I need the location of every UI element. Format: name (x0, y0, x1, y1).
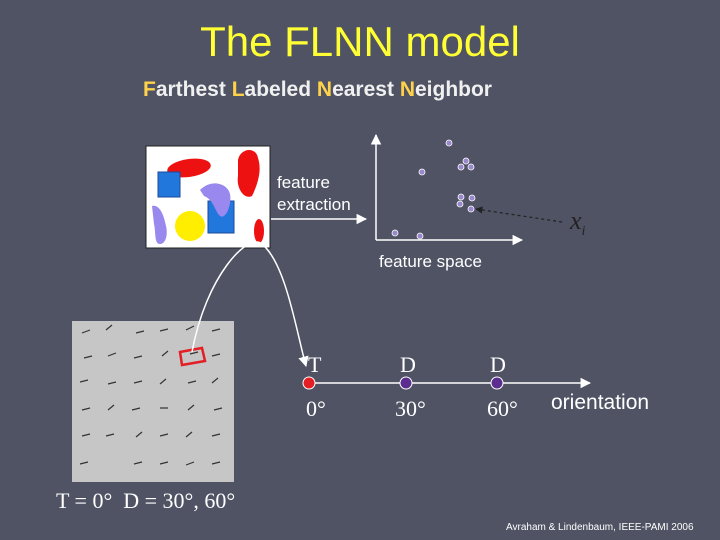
slide-title: The FLNN model (200, 18, 520, 65)
patch-to-feature-curve-arrow (191, 241, 309, 368)
feature-point (456, 200, 464, 208)
xi-label: xi (570, 206, 585, 240)
feature-point (416, 232, 424, 240)
yellow-circle-shape (175, 211, 205, 241)
xi-pointer-arrow (475, 206, 563, 223)
texture-image-frame (72, 321, 234, 482)
feature-point (467, 163, 475, 171)
feature-space-plot (370, 133, 563, 246)
feature-point (457, 193, 465, 201)
xi-symbol: x (570, 206, 582, 235)
purple-worm-shape (152, 205, 167, 244)
orientation-point-D60 (490, 376, 504, 390)
subtitle-initial: L (231, 78, 245, 101)
slide-subtitle: Farthest Labeled Nearest Neighbor (143, 78, 492, 102)
purple-blob-shape (200, 183, 231, 217)
texture-image (72, 321, 234, 482)
feature-point (462, 157, 470, 165)
orientation-angle-30: 30° (395, 396, 426, 421)
subtitle-initial: N (399, 78, 415, 101)
orientation-letter-D: D (400, 352, 416, 377)
feature-point (468, 194, 476, 202)
orientation-letter-D: D (490, 352, 506, 377)
feature-point (445, 139, 453, 147)
selected-patch-marker (178, 346, 207, 367)
orientation-angle-0: 0° (306, 396, 326, 421)
feature-space-label: feature space (379, 252, 483, 271)
blue-square-shape (157, 171, 181, 198)
red-blob-shape (237, 149, 260, 197)
feature-extraction-label: feature extraction (277, 172, 351, 216)
orientation-letter-T: T (308, 352, 322, 377)
orientation-axis-label: orientation (551, 391, 650, 414)
subtitle-word-rest: eighbor (414, 78, 492, 101)
feature-point (418, 168, 426, 176)
shapes-image (145, 145, 271, 249)
subtitle-word-rest: arthest (155, 78, 226, 101)
orientation-point-D30 (399, 376, 413, 390)
subtitle-initial: F (143, 78, 156, 101)
xi-subscript: i (581, 224, 586, 240)
orientation-angle-60: 60° (487, 396, 518, 421)
subtitle-word-rest: abeled (244, 78, 312, 101)
feature-extraction-line: extraction (277, 195, 351, 214)
subtitle-initial: N (316, 78, 333, 101)
orientation-point-T (302, 376, 316, 390)
bottom-formula: T = 0° D = 30°, 60° (56, 488, 236, 513)
subtitle-word-rest: earest (332, 78, 394, 101)
citation: Avraham & Lindenbaum, IEEE-PAMI 2006 (506, 522, 694, 533)
feature-point (467, 205, 475, 213)
feature-point (457, 163, 465, 171)
feature-point (391, 229, 399, 237)
feature-extraction-line: feature (277, 173, 330, 192)
red-small-ellipse-shape (254, 219, 264, 243)
